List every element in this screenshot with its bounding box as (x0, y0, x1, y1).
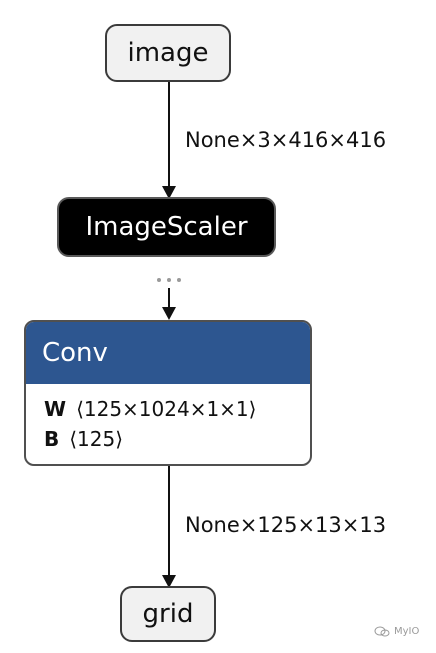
watermark: MyIO (374, 626, 419, 637)
attribute-b-value: ⟨125⟩ (69, 427, 124, 451)
attribute-b-name: B (44, 427, 60, 451)
node-conv[interactable]: Conv W ⟨125×1024×1×1⟩ B ⟨125⟩ (24, 320, 312, 466)
node-conv-label: Conv (42, 338, 108, 368)
attribute-w: W ⟨125×1024×1×1⟩ (44, 394, 310, 424)
edge-imagescaler-to-conv (168, 288, 170, 308)
attribute-b: B ⟨125⟩ (44, 424, 310, 454)
watermark-text: MyIO (394, 626, 420, 637)
node-grid[interactable]: grid (120, 586, 216, 642)
arrowhead-conv (162, 307, 176, 320)
chat-bubbles-icon (374, 626, 390, 637)
dot (167, 278, 171, 282)
node-conv-header: Conv (26, 322, 310, 384)
node-image[interactable]: image (105, 24, 231, 82)
arrowhead-grid (162, 575, 176, 588)
edge-image-to-imagescaler (168, 80, 170, 187)
attribute-w-name: W (44, 397, 67, 421)
attribute-w-value: ⟨125×1024×1×1⟩ (76, 397, 257, 421)
node-image-label: image (127, 38, 209, 68)
edge-label-output-shape: None×125×13×13 (185, 513, 387, 537)
edge-conv-to-grid (168, 466, 170, 576)
node-imagescaler-label: ImageScaler (85, 212, 248, 242)
node-conv-attributes: W ⟨125×1024×1×1⟩ B ⟨125⟩ (26, 384, 310, 454)
edge-label-input-shape: None×3×416×416 (185, 128, 387, 152)
dot (177, 278, 181, 282)
node-grid-label: grid (142, 599, 194, 629)
dot (157, 278, 161, 282)
node-imagescaler[interactable]: ImageScaler (57, 197, 276, 257)
collapsed-edge-dots (157, 274, 181, 286)
arrowhead-imagescaler (162, 186, 176, 199)
